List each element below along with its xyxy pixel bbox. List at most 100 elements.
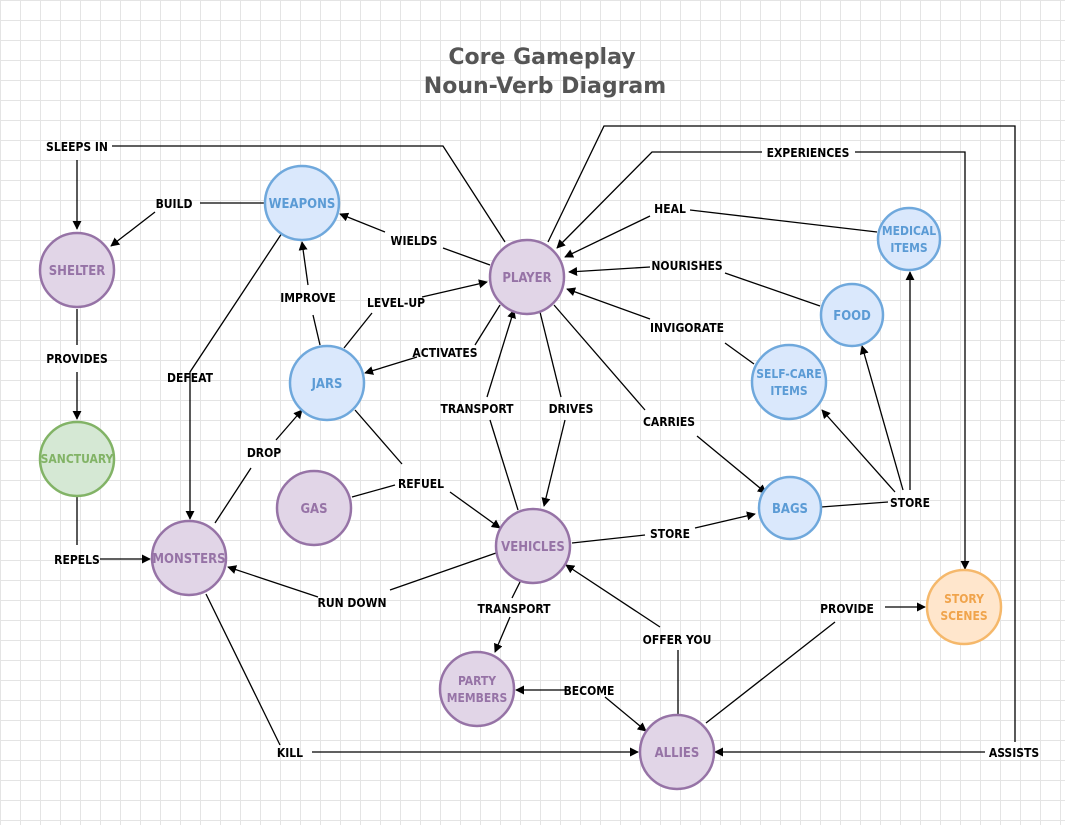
node-sanctuary-label: SANCTUARY: [41, 452, 114, 466]
edge-vehicles-store: [571, 534, 646, 544]
node-party-members-label-2: MEMBERS: [447, 691, 508, 705]
edge-player-drives: [539, 311, 562, 398]
node-vehicles: VEHICLES: [494, 507, 572, 585]
edge-allies-provide: [705, 621, 836, 724]
verb-drop: DROP: [247, 446, 281, 460]
edge-experiences-player: [556, 151, 762, 249]
edge-monsters-drop: [214, 467, 252, 524]
node-jars: JARS: [288, 344, 366, 422]
node-jars-label: JARS: [311, 377, 343, 392]
verb-assists: ASSISTS: [989, 746, 1039, 760]
verb-run-down: RUN DOWN: [318, 596, 387, 610]
verb-transport-party: TRANSPORT: [477, 602, 551, 616]
verb-defeat: DEFEAT: [167, 371, 214, 385]
edge-store-bags: [694, 511, 756, 529]
edge-jars-improve: [312, 314, 321, 346]
node-medical-items-label-2: ITEMS: [890, 241, 927, 255]
verb-provides: PROVIDES: [46, 352, 108, 366]
edge-activates-jars: [364, 356, 418, 375]
edge-transport-party-members: [494, 616, 511, 653]
node-vehicles-label: VEHICLES: [501, 540, 565, 555]
edge-improve-weapons: [298, 241, 309, 286]
node-gas: GAS: [275, 469, 353, 547]
edge-self-care-invigorate: [724, 342, 755, 365]
verb-sleeps-in: SLEEPS IN: [46, 140, 108, 154]
verb-transport-up: TRANSPORT: [440, 402, 514, 416]
edge-transport-player: [486, 309, 516, 398]
edge-offer-you-vehicles: [565, 564, 661, 628]
node-self-care-items-label-2: ITEMS: [770, 384, 807, 398]
verb-provide: PROVIDE: [820, 602, 874, 616]
verb-labels: SLEEPS IN BUILD PROVIDES REPELS DEFEAT I…: [46, 140, 1039, 760]
edge-medical-heal: [689, 209, 878, 233]
node-story-scenes: STORY SCENES: [925, 568, 1003, 646]
node-bags-label: BAGS: [772, 502, 808, 517]
verb-store-bags: STORE: [650, 527, 690, 541]
edge-carries-bags: [696, 435, 767, 494]
verb-heal: HEAL: [654, 202, 686, 216]
node-monsters-label: MONSTERS: [152, 552, 225, 567]
edge-player-wields: [442, 247, 491, 266]
verb-nourishes: NOURISHES: [651, 259, 722, 273]
node-gas-label: GAS: [300, 502, 327, 517]
verb-level-up: LEVEL-UP: [367, 296, 425, 310]
node-food: FOOD: [819, 282, 885, 348]
edge-experiences-story: [855, 151, 970, 570]
edge-vehicles-run-down: [389, 552, 497, 591]
node-player-label: PLAYER: [502, 271, 551, 286]
verb-refuel: REFUEL: [398, 477, 444, 491]
node-self-care-items-label-1: SELF-CARE: [756, 367, 822, 381]
verb-become: BECOME: [564, 684, 615, 698]
verb-build: BUILD: [156, 197, 193, 211]
verb-kill: KILL: [277, 746, 303, 760]
node-bags: BAGS: [757, 475, 823, 541]
node-allies-label: ALLIES: [655, 746, 700, 761]
node-story-scenes-label-2: SCENES: [940, 609, 987, 623]
edge-jars-refuel: [354, 409, 403, 465]
node-sanctuary: SANCTUARY: [38, 420, 116, 498]
verb-experiences: EXPERIENCES: [767, 146, 850, 160]
edge-wields-weapons: [339, 212, 386, 233]
edge-player-activates: [474, 304, 501, 346]
edge-weapons-defeat-monsters: [185, 232, 283, 520]
edge-nourishes-player: [568, 266, 651, 276]
node-shelter-label: SHELTER: [49, 264, 105, 279]
verb-invigorate: INVIGORATE: [650, 321, 724, 335]
edge-refuel-vehicles: [449, 491, 501, 529]
node-medical-items: MEDICAL ITEMS: [876, 206, 942, 272]
diagram-title-line2: Noun-Verb Diagram: [424, 74, 666, 99]
edge-gas-refuel: [351, 484, 396, 498]
edge-vehicles-transport: [489, 419, 519, 511]
verb-activates: ACTIVATES: [412, 346, 477, 360]
edge-invigorate-player: [566, 287, 651, 320]
node-food-label: FOOD: [833, 309, 871, 324]
edge-jars-level-up: [343, 312, 373, 349]
node-allies: ALLIES: [638, 713, 716, 791]
edge-bags-store: [820, 501, 889, 508]
edge-heal-player: [564, 215, 651, 258]
edge-food-nourishes: [724, 272, 821, 307]
node-shelter: SHELTER: [38, 231, 116, 309]
nodes: PLAYER WEAPONS SHELTER SANCTUARY JARS GA…: [38, 164, 1003, 791]
edge-player-carries: [553, 304, 646, 411]
node-monsters: MONSTERS: [150, 519, 228, 597]
edge-vehicles-transport-party: [511, 581, 521, 599]
verb-improve: IMPROVE: [280, 291, 336, 305]
edge-drop-jars: [275, 409, 303, 441]
edge-store-self-care: [821, 409, 896, 493]
edge-level-up-player: [421, 279, 488, 298]
node-party-members-label-1: PARTY: [458, 674, 496, 688]
edge-player-sleeps-in: [112, 145, 506, 243]
diagram-title-line1: Core Gameplay: [448, 45, 635, 70]
edge-store-food: [859, 345, 904, 491]
edge-monsters-kill: [205, 593, 281, 746]
node-weapons: WEAPONS: [263, 164, 341, 242]
verb-drives: DRIVES: [549, 402, 594, 416]
verb-store-items: STORE: [890, 496, 930, 510]
edges: [72, 125, 1016, 757]
verb-carries: CARRIES: [643, 415, 695, 429]
edge-player-assists-loop: [547, 125, 1016, 742]
node-story-scenes-label-1: STORY: [944, 592, 984, 606]
verb-offer-you: OFFER YOU: [643, 633, 712, 647]
edge-become-allies: [604, 696, 647, 732]
